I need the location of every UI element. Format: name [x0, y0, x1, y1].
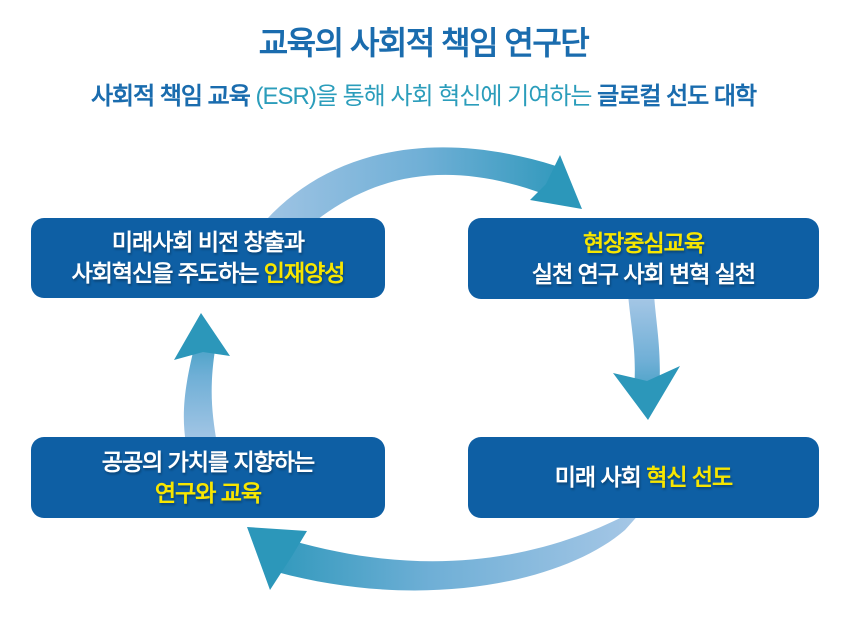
- box-line: 사회혁신을 주도하는 인재양성: [71, 258, 346, 289]
- cycle-arrow-bottom: [277, 502, 650, 591]
- box-text: 실천 연구 사회 변혁 실천: [531, 260, 756, 287]
- box-line: 실천 연구 사회 변혁 실천: [531, 259, 756, 290]
- cycle-box-talent: 미래사회 비전 창출과 사회혁신을 주도하는 인재양성: [31, 218, 385, 298]
- subtitle-bold-2: 글로컬 선도 대학: [597, 83, 757, 110]
- box-line: 미래사회 비전 창출과: [111, 227, 305, 258]
- cycle-box-innovation-leading: 미래 사회 혁신 선도: [468, 437, 819, 518]
- box-text: 미래사회 비전 창출과: [111, 229, 305, 255]
- header: 교육의 사회적 책임 연구단 사회적 책임 교육 (ESR)을 통해 사회 혁신…: [0, 18, 847, 111]
- box-text-accent: 혁신 선도: [646, 464, 733, 490]
- subtitle-regular: (ESR)을 통해 사회 혁신에 기여하는: [249, 83, 598, 110]
- page-title: 교육의 사회적 책임 연구단: [258, 25, 590, 61]
- subtitle: 사회적 책임 교육 (ESR)을 통해 사회 혁신에 기여하는 글로컬 선도 대…: [0, 76, 847, 111]
- cycle-arrow-left: [183, 348, 217, 444]
- cycle-box-field-education: 현장중심교육 실천 연구 사회 변혁 실천: [468, 218, 819, 299]
- cycle-arrow-left-head-icon: [174, 313, 230, 360]
- box-text-accent: 현장중심교육: [583, 229, 705, 256]
- box-text-accent: 연구와 교육: [154, 479, 262, 506]
- cycle-arrow-bottom-head-icon: [247, 527, 307, 590]
- cycle-arrow-top-head-icon: [530, 155, 582, 209]
- cycle-arrow-right: [628, 294, 660, 392]
- box-line: 연구와 교육: [154, 478, 262, 509]
- box-line: 미래 사회 혁신 선도: [554, 462, 733, 493]
- box-text: 미래 사회: [554, 464, 647, 490]
- box-text: 공공의 가치를 지향하는: [101, 448, 315, 475]
- box-text: 사회혁신을 주도하는: [71, 260, 264, 286]
- box-line: 공공의 가치를 지향하는: [101, 447, 315, 478]
- cycle-arrow-right-head-icon: [613, 366, 680, 420]
- box-line: 현장중심교육: [583, 228, 705, 259]
- cycle-box-public-value: 공공의 가치를 지향하는 연구와 교육: [31, 437, 385, 518]
- subtitle-bold-1: 사회적 책임 교육: [90, 83, 251, 110]
- box-text-accent: 인재양성: [263, 260, 346, 286]
